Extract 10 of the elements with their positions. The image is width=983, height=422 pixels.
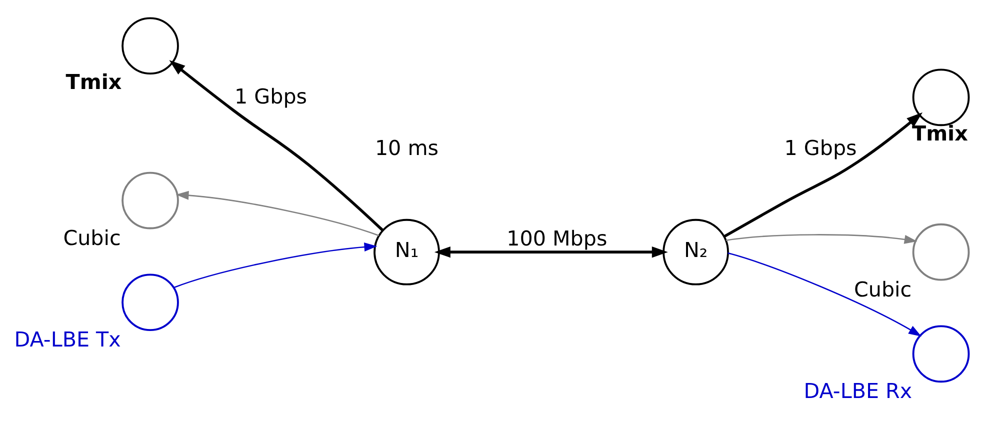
label: 10 ms (374, 136, 439, 160)
node-label: DA-LBE Rx (804, 378, 912, 403)
node-label: Cubic (63, 225, 121, 250)
edge-label: 1 Gbps (784, 136, 857, 160)
node-label: Cubic (854, 276, 912, 301)
node-label: DA-LBE Tx (14, 327, 121, 352)
node-label: Tmix (912, 120, 968, 145)
edge-label: 100 Mbps (506, 226, 608, 250)
edge-label: 1 Gbps (234, 84, 308, 108)
node-label: Tmix (66, 69, 122, 94)
